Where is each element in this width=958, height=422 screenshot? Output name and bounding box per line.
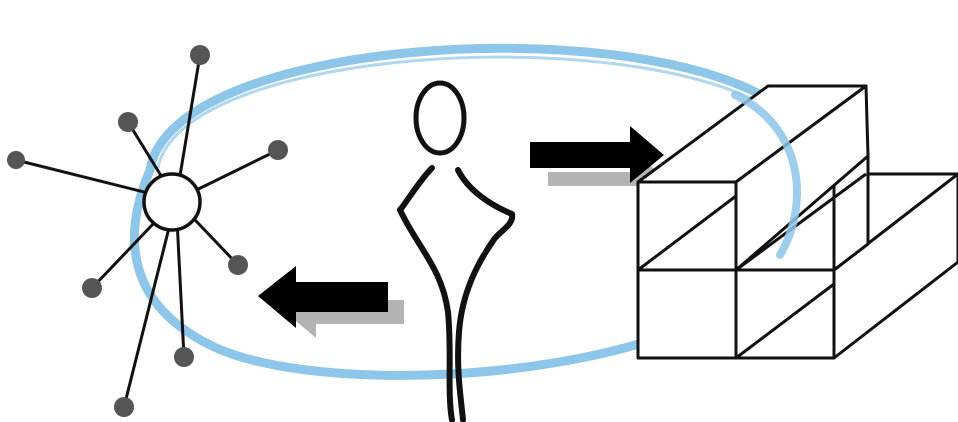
spoke-node [268,140,288,160]
spoke-node [228,255,248,275]
spoke-line [122,198,178,409]
spoke-node [114,397,134,417]
spoke-node [82,278,102,298]
person-body-left [397,165,455,422]
network-hub [7,45,288,417]
person-figure [397,80,516,422]
arrow-left-shape [258,266,388,328]
spoke-node [190,45,210,65]
person-head [413,80,467,156]
spoke-node [7,151,25,169]
arrow-left [258,266,404,338]
arrow-right-shape [530,126,664,183]
stacked-boxes [636,84,958,360]
box-bottom-left [636,268,738,360]
spoke-node [118,112,138,132]
box-top-left [636,84,870,272]
ellipse-overlap [731,91,801,259]
spoke-node [174,347,194,367]
hub-circle [142,172,202,232]
person-body-right [455,167,516,422]
